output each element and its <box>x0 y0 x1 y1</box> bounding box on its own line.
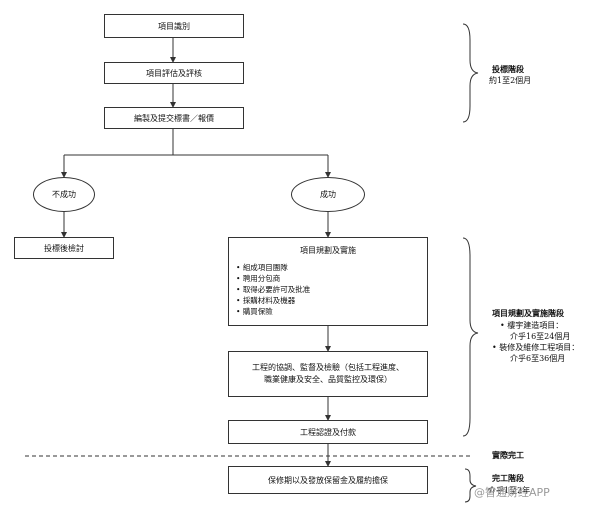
step-evaluate: 項目評估及評核 <box>104 62 244 84</box>
step-warranty-label: 保修期以及發放保留金及履約擔保 <box>268 475 388 485</box>
phase-impl-title: 項目規劃及實施階段 <box>492 308 564 318</box>
step-coordination: 工程的協調、監督及檢驗（包括工程進度、 職業健康及安全、品質監控及環保） <box>228 351 428 397</box>
step-certify: 工程認證及付款 <box>228 420 428 444</box>
step-evaluate-label: 項目評估及評核 <box>146 68 202 78</box>
step-review-label: 投標後檢討 <box>44 243 84 253</box>
brace-completion <box>464 468 477 503</box>
plan-item: 取得必要許可及批准 <box>236 284 311 295</box>
phase-impl-building: • 樓宇建造項目： <box>500 321 564 330</box>
step-identify-label: 項目識別 <box>158 21 190 31</box>
step-tender-label: 編製及提交標書／報價 <box>134 113 214 123</box>
phase-impl-building-duration: 介乎16至24個月 <box>510 332 571 341</box>
watermark: @智通财经APP <box>474 486 550 499</box>
outcome-fail-label: 不成功 <box>52 190 76 199</box>
plan-item: 組成項目團隊 <box>236 262 310 273</box>
actual-completion-label: 實際完工 <box>492 450 524 460</box>
phase-impl-renovation-duration: 介乎6至36個月 <box>510 354 566 363</box>
outcome-success-label: 成功 <box>320 190 336 199</box>
phase-impl-renovation: • 裝修及維修工程項目： <box>492 343 580 352</box>
plan-items: 組成項目團隊 聘用分包商 取得必要許可及批准 採購材料及機器 購買保險 <box>236 262 311 317</box>
phase-completion-title: 完工階段 <box>492 473 524 483</box>
brace-tender <box>462 23 479 123</box>
step-certify-label: 工程認證及付款 <box>300 427 356 437</box>
plan-title: 項目規劃及實施 <box>300 246 356 255</box>
outcome-success: 成功 <box>291 177 365 212</box>
step-identify: 項目識別 <box>104 14 244 38</box>
plan-item: 採購材料及機器 <box>236 295 310 306</box>
plan-item: 購買保險 <box>236 306 310 317</box>
brace-implementation <box>462 237 479 437</box>
outcome-fail: 不成功 <box>33 177 95 212</box>
coordination-line-2: 職業健康及安全、品質監控及環保） <box>264 375 392 384</box>
phase-tender-title: 投標階段 <box>492 64 524 74</box>
step-warranty: 保修期以及發放保留金及履約擔保 <box>228 466 428 494</box>
step-review: 投標後檢討 <box>14 237 114 259</box>
plan-item: 聘用分包商 <box>236 273 310 284</box>
phase-completion-duration: 介乎1至2年 <box>488 486 531 495</box>
step-plan: 項目規劃及實施 組成項目團隊 聘用分包商 取得必要許可及批准 採購材料及機器 購… <box>228 237 428 326</box>
step-tender: 編製及提交標書／報價 <box>104 107 244 129</box>
phase-tender-duration: 約1至2個月 <box>489 76 532 85</box>
coordination-line-1: 工程的協調、監督及檢驗（包括工程進度、 <box>252 363 404 372</box>
